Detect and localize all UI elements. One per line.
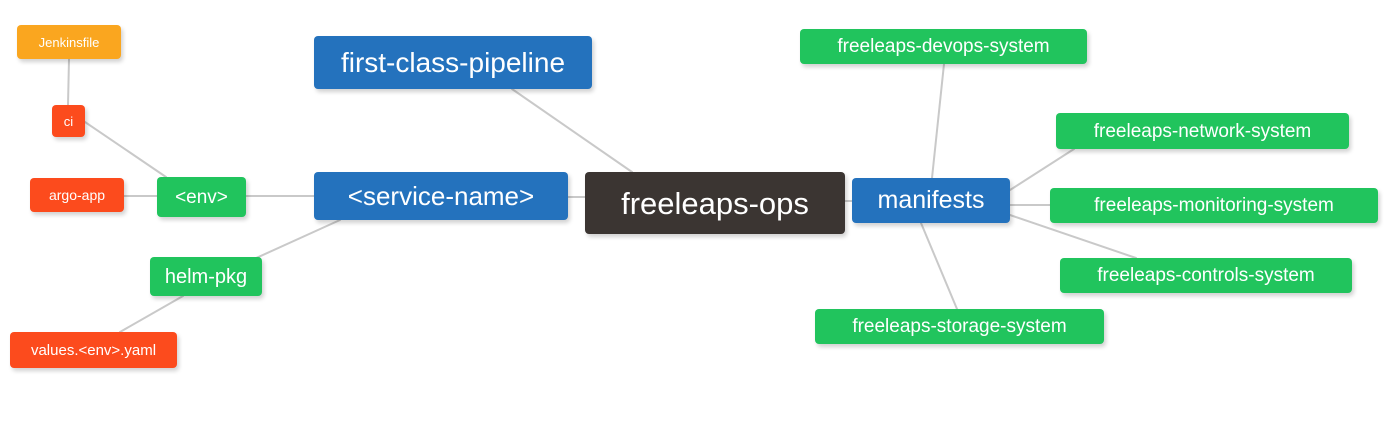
node-freeleaps-ops[interactable]: freeleaps-ops (585, 172, 845, 234)
node-label-freeleaps-ops: freeleaps-ops (621, 185, 809, 221)
node-label-ci: ci (63, 113, 74, 129)
node-values-yaml[interactable]: values.<env>.yaml (10, 332, 177, 368)
edge-first-class-pipeline-ops (511, 88, 633, 173)
edge-manifests-network (1009, 148, 1075, 191)
node-label-first-class-pipeline: first-class-pipeline (340, 46, 566, 78)
node-label-manifests: manifests (877, 186, 985, 214)
node-first-class-pipeline[interactable]: first-class-pipeline (314, 36, 592, 89)
node-label-freeleaps-monitoring-system: freeleaps-monitoring-system (1094, 195, 1334, 216)
node-freeleaps-storage-system[interactable]: freeleaps-storage-system (815, 309, 1104, 344)
node-label-env: <env> (175, 186, 228, 208)
edge-manifests-storage (920, 222, 958, 310)
node-service-name[interactable]: <service-name> (314, 172, 568, 220)
node-ci[interactable]: ci (52, 105, 85, 137)
node-argo-app[interactable]: argo-app (30, 178, 124, 212)
node-label-argo-app: argo-app (48, 187, 106, 203)
node-freeleaps-devops-system[interactable]: freeleaps-devops-system (800, 29, 1087, 64)
node-label-freeleaps-network-system: freeleaps-network-system (1093, 120, 1312, 142)
node-env[interactable]: <env> (157, 177, 246, 217)
node-label-service-name: <service-name> (347, 181, 535, 211)
edge-manifests-devops (931, 63, 945, 179)
node-freeleaps-controls-system[interactable]: freeleaps-controls-system (1060, 258, 1352, 293)
node-label-freeleaps-storage-system: freeleaps-storage-system (852, 316, 1067, 337)
node-jenkinsfile[interactable]: Jenkinsfile (17, 25, 121, 59)
node-helm-pkg[interactable]: helm-pkg (150, 257, 262, 296)
edge-jenkinsfile-ci (67, 58, 70, 106)
node-freeleaps-network-system[interactable]: freeleaps-network-system (1056, 113, 1349, 149)
node-label-freeleaps-controls-system: freeleaps-controls-system (1097, 265, 1315, 286)
node-freeleaps-monitoring-system[interactable]: freeleaps-monitoring-system (1050, 188, 1378, 223)
node-label-jenkinsfile: Jenkinsfile (38, 34, 100, 50)
node-label-freeleaps-devops-system: freeleaps-devops-system (837, 36, 1050, 57)
edge-ci-env (84, 121, 167, 178)
node-label-helm-pkg: helm-pkg (164, 265, 248, 288)
edge-helm-pkg-values-yaml (119, 295, 184, 333)
node-label-values-yaml: values.<env>.yaml (30, 341, 157, 359)
node-manifests[interactable]: manifests (852, 178, 1010, 223)
